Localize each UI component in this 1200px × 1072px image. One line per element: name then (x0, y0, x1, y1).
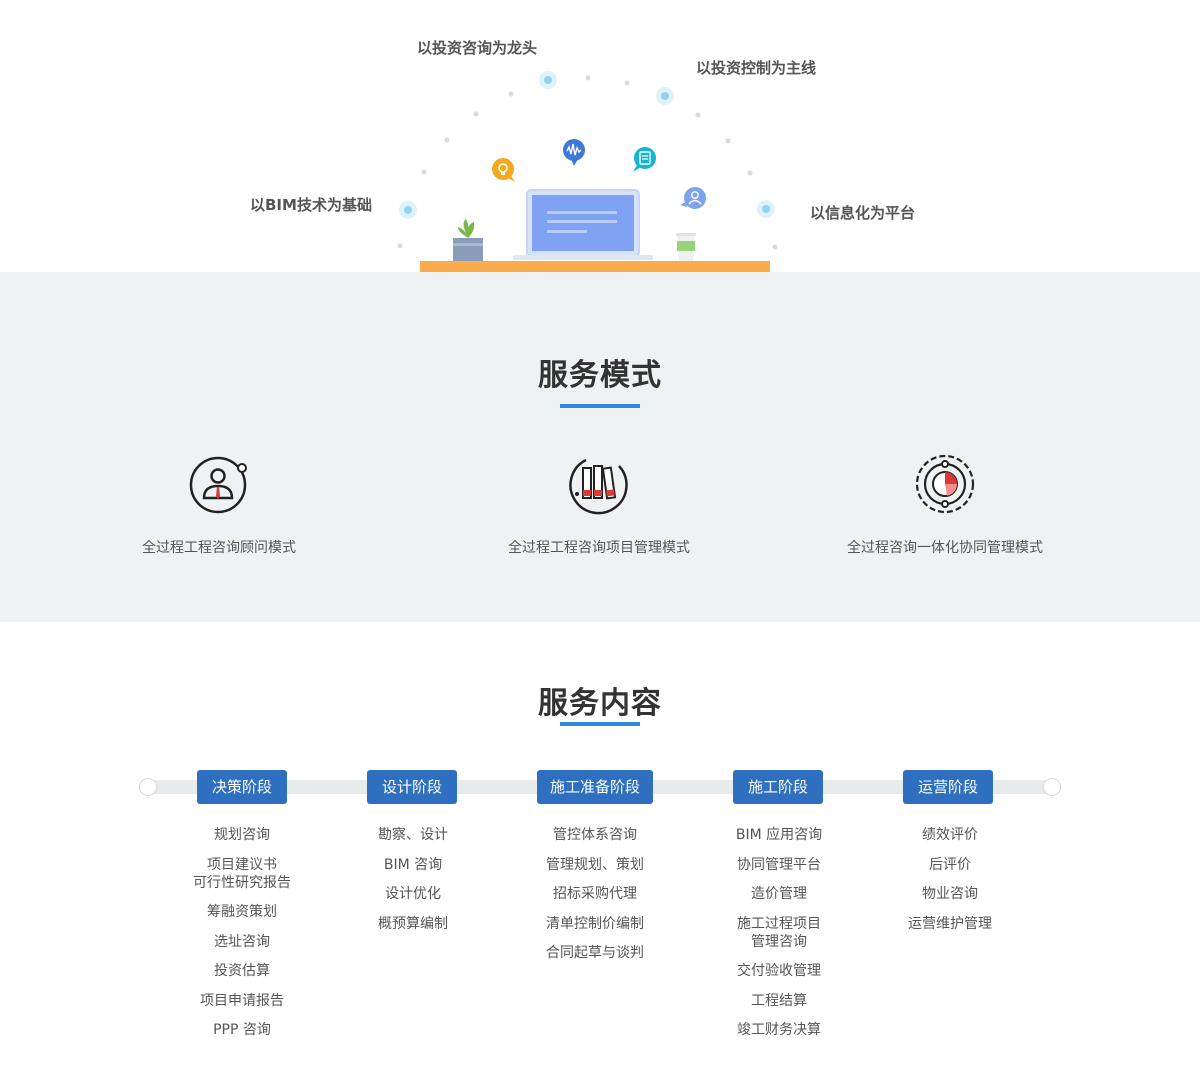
stage-list-construction: BIM 应用咨询协同管理平台造价管理施工过程项目管理咨询交付验收管理工程结算竣工… (689, 826, 869, 1051)
binders-icon (569, 458, 628, 515)
timeline-start-dot (139, 778, 157, 796)
stage-item: 合同起草与谈判 (546, 945, 644, 961)
stage-item: BIM 咨询 (383, 856, 443, 873)
timeline-end-dot (1043, 778, 1061, 796)
stage-item: BIM 应用咨询 (735, 827, 823, 843)
mode-label-project-management: 全过程工程咨询项目管理模式 (508, 540, 690, 556)
stage-button-construction[interactable]: 施工阶段 (733, 770, 823, 804)
mode-label-integrated-collaboration: 全过程咨询一体化协同管理模式 (847, 540, 1043, 556)
stage-item: 物业咨询 (922, 886, 978, 902)
stage-item: 施工过程项目管理咨询 (737, 915, 821, 950)
stage-item: 造价管理 (751, 886, 807, 902)
mode-item-project-management[interactable] (449, 452, 749, 516)
user-bubble-icon (680, 187, 706, 209)
consultant-person-icon (189, 456, 247, 514)
stage-list-decision: 规划咨询项目建议书可行性研究报告筹融资策划选址咨询投资估算项目申请报告 PPP 咨… (152, 826, 332, 1051)
stage-item: 勘察、设计 (378, 827, 448, 843)
stage-item: 项目建议书可行性研究报告 (193, 856, 291, 891)
stage-button-design[interactable]: 设计阶段 (367, 770, 457, 804)
stage-button-construction-prep[interactable]: 施工准备阶段 (537, 770, 653, 804)
stage-list-construction-prep: 管控体系咨询管理规划、策划招标采购代理清单控制价编制合同起草与谈判 (505, 826, 685, 974)
stage-button-operation[interactable]: 运营阶段 (903, 770, 993, 804)
dotted-arc (397, 75, 778, 250)
document-bubble-icon (633, 147, 656, 172)
stage-item: 项目申请报告 (200, 992, 284, 1009)
stage-item: 投资估算 (214, 963, 270, 979)
title-underline (560, 404, 640, 408)
hero-label-informatization: 以信息化为平台 (810, 204, 916, 222)
hero-label-investment-control: 以投资控制为主线 (696, 59, 817, 77)
stage-item: 交付验收管理 (737, 963, 821, 979)
service-modes-title: 服务模式 (538, 358, 662, 393)
orbit-pie-chart-icon (915, 454, 975, 514)
stage-item: 管控体系咨询 (553, 827, 637, 843)
stage-item: 绩效评价 (922, 827, 978, 843)
hero-graphic (397, 71, 778, 261)
mode-label-consultant: 全过程工程咨询顾问模式 (142, 540, 296, 556)
stage-list-design: 勘察、设计 BIM 咨询设计优化概预算编制 (323, 826, 503, 944)
stage-item: 管理规划、策划 (546, 856, 644, 873)
hero-illustration: 以投资咨询为龙头 以投资控制为主线 以BIM技术为基础 以信息化为平台 (0, 0, 1200, 272)
stage-item: 后评价 (929, 856, 971, 873)
hero-label-bim: 以BIM技术为基础 (250, 196, 372, 214)
stage-item: 概预算编制 (378, 915, 448, 932)
stage-item: 竣工财务决算 (737, 1022, 821, 1038)
stage-item: 规划咨询 (214, 827, 270, 843)
stage-item: 筹融资策划 (207, 904, 277, 920)
service-modes-section: 服务模式 全过程工程咨询顾问模式 全过程工程咨询项目管理模式 (0, 272, 1200, 622)
mode-item-consultant[interactable] (69, 452, 369, 516)
hero-label-investment-consulting: 以投资咨询为龙头 (417, 39, 538, 57)
title-underline (560, 722, 640, 726)
stage-button-decision[interactable]: 决策阶段 (197, 770, 287, 804)
stage-item: 运营维护管理 (908, 915, 992, 932)
stage-item: 选址咨询 (214, 933, 270, 950)
stage-item: PPP 咨询 (213, 1022, 271, 1038)
stage-item: 工程结算 (751, 992, 807, 1009)
cup-icon (676, 233, 696, 261)
lightbulb-bubble-icon (492, 158, 515, 182)
stage-list-operation: 绩效评价后评价物业咨询运营维护管理 (860, 826, 1040, 944)
potted-plant-icon (453, 219, 483, 261)
service-content-title: 服务内容 (538, 686, 662, 721)
stage-item: 清单控制价编制 (546, 915, 644, 932)
laptop-icon (513, 189, 653, 260)
stage-item: 设计优化 (385, 886, 441, 902)
stage-item: 招标采购代理 (553, 886, 637, 902)
desk (420, 261, 770, 272)
stage-item: 协同管理平台 (737, 856, 821, 873)
service-content-section: 服务内容 决策阶段 设计阶段 施工准备阶段 施工阶段 运营阶段 规划咨询项目建议… (0, 622, 1200, 1072)
arc-nodes (399, 71, 775, 219)
mode-item-integrated-collaboration[interactable] (795, 452, 1095, 516)
audio-wave-bubble-icon (563, 139, 585, 166)
